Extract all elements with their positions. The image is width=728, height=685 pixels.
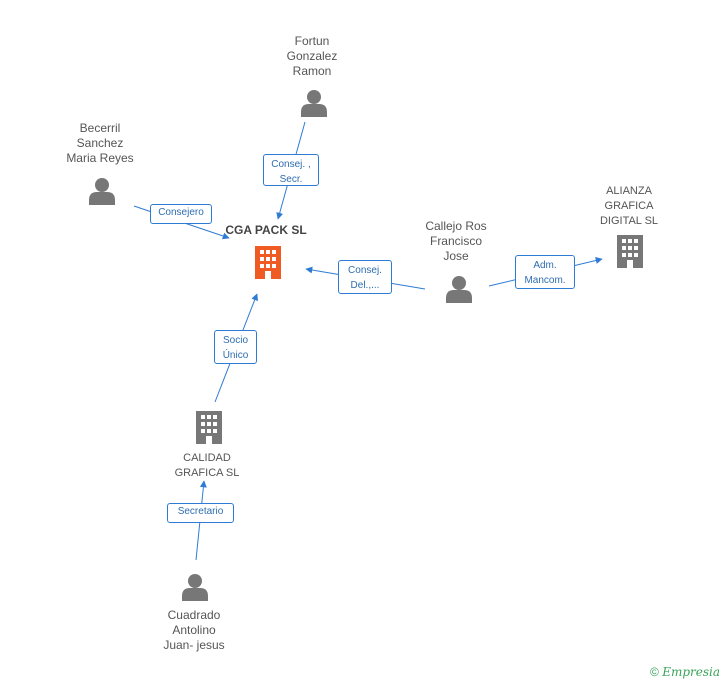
edge-label-callejo-cga: Consej. Del.,...	[338, 260, 392, 294]
center-building-icon[interactable]	[255, 246, 281, 279]
footer-brand: © Empresia	[650, 665, 720, 679]
copyright-symbol: ©	[650, 665, 659, 679]
node-label-calidad[interactable]: CALIDAD GRAFICA SL	[174, 452, 240, 479]
node-label-fortun[interactable]: Fortun Gonzalez Ramon	[286, 34, 338, 78]
building-icon[interactable]	[617, 235, 643, 268]
edge-label-becerril-cga: Consejero	[150, 204, 212, 224]
node-label-callejo[interactable]: Callejo Ros Francisco Jose	[425, 219, 487, 263]
building-icon[interactable]	[196, 411, 222, 444]
node-label-cuadrado[interactable]: Cuadrado Antolino Juan- jesus	[163, 608, 225, 652]
person-icon[interactable]	[182, 574, 208, 601]
edge-label-cuadrado-calidad: Secretario	[167, 503, 234, 523]
edge-label-fortun-cga: Consej. , Secr.	[263, 154, 319, 186]
person-icon[interactable]	[446, 276, 472, 303]
edge-label-calidad-cga: Socio Único	[214, 330, 257, 364]
node-label-becerril[interactable]: Becerril Sanchez Maria Reyes	[66, 121, 134, 165]
person-icon[interactable]	[301, 90, 327, 117]
node-label-alianza[interactable]: ALIANZA GRAFICA DIGITAL SL	[599, 185, 659, 227]
person-icon[interactable]	[89, 178, 115, 205]
node-label-cga-pack[interactable]: CGA PACK SL	[225, 223, 307, 237]
brand-name[interactable]: Empresia	[662, 665, 720, 679]
edge-label-callejo-alianza: Adm. Mancom.	[515, 255, 575, 289]
